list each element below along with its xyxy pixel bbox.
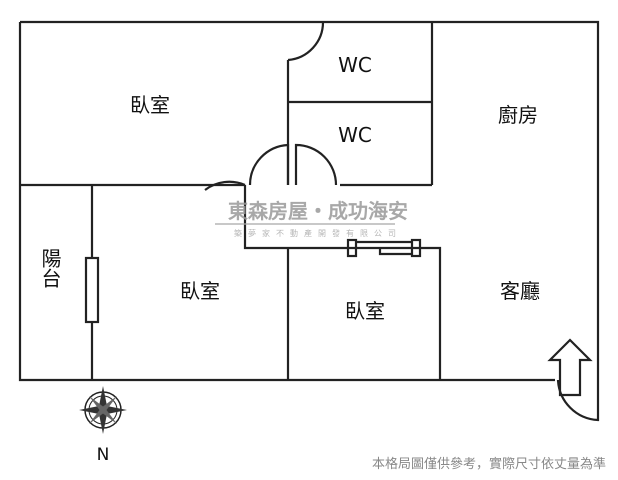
room-label: 廚房 (498, 103, 538, 127)
room-label: 臥室 (180, 279, 220, 303)
room-label: 臥室 (130, 93, 170, 117)
room-label: 臥室 (345, 299, 385, 323)
doors (204, 21, 600, 422)
compass-north-label: N (97, 445, 110, 465)
watermark-subtitle: 築夢家不動產開發有限公司 (234, 228, 402, 238)
room-label: WC (338, 53, 372, 77)
room-label: 客廳 (500, 279, 540, 303)
compass-icon (79, 386, 127, 434)
disclaimer: 本格局圖僅供參考，實際尺寸依丈量為準 (372, 456, 606, 472)
room-label: 陽台 (38, 248, 62, 288)
balcony-window (84, 256, 100, 324)
watermark: 東森房屋・成功海安 築夢家不動產開發有限公司 (215, 199, 408, 238)
room-label: WC (338, 123, 372, 147)
watermark-title: 東森房屋・成功海安 (228, 199, 408, 223)
walls (18, 20, 600, 382)
entrance-arrow-icon (547, 338, 593, 397)
